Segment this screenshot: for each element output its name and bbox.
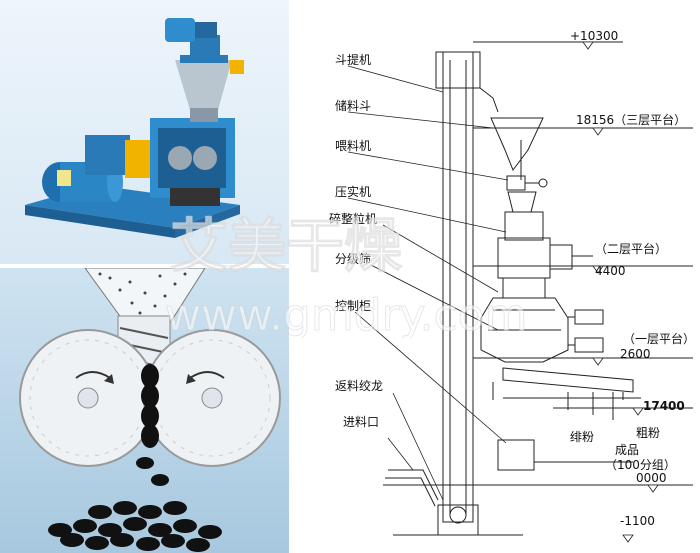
label-control-cabinet: 控制柜 [335, 299, 371, 313]
label-product: 成品 [615, 443, 639, 457]
elevation-ground: 0000 [636, 471, 667, 485]
process-flow-drawing: 斗提机 储料斗 喂料机 压实机 碎整粒机 分级筛 控制柜 返料绞龙 进料口 绯粉… [293, 0, 700, 553]
machine-photo [0, 0, 289, 264]
label-fine-powder: 绯粉 [570, 430, 594, 444]
label-return-auger: 返料绞龙 [335, 378, 383, 393]
elevation-second-floor-label: （二层平台） [595, 241, 667, 256]
label-crusher-granulator: 碎整粒机 [329, 211, 377, 226]
roller-compaction-schematic [0, 268, 289, 553]
elevation-first-floor-label: （一层平台） [623, 331, 695, 346]
label-compactor: 压实机 [335, 184, 371, 199]
elevation-top: +10300 [570, 29, 618, 43]
elevation-first-floor-value: 2600 [620, 347, 651, 361]
elevation-screen-level: 17400 [643, 399, 685, 413]
label-feeder: 喂料机 [335, 139, 371, 153]
label-product-group: （100分组） [605, 458, 676, 472]
label-storage-hopper: 储料斗 [335, 98, 371, 113]
label-feed-inlet: 进料口 [343, 415, 379, 429]
elevation-second-floor-value: 4400 [595, 264, 626, 278]
label-bucket-elevator: 斗提机 [335, 52, 371, 67]
elevation-pit: -1100 [620, 514, 655, 528]
process-flow-svg: 斗提机 储料斗 喂料机 压实机 碎整粒机 分级筛 控制柜 返料绞龙 进料口 绯粉… [329, 29, 695, 543]
label-coarse-powder: 粗粉 [636, 426, 660, 440]
label-classifying-screen: 分级筛 [335, 251, 371, 266]
elevation-third-floor: 18156（三层平台） [576, 112, 686, 127]
